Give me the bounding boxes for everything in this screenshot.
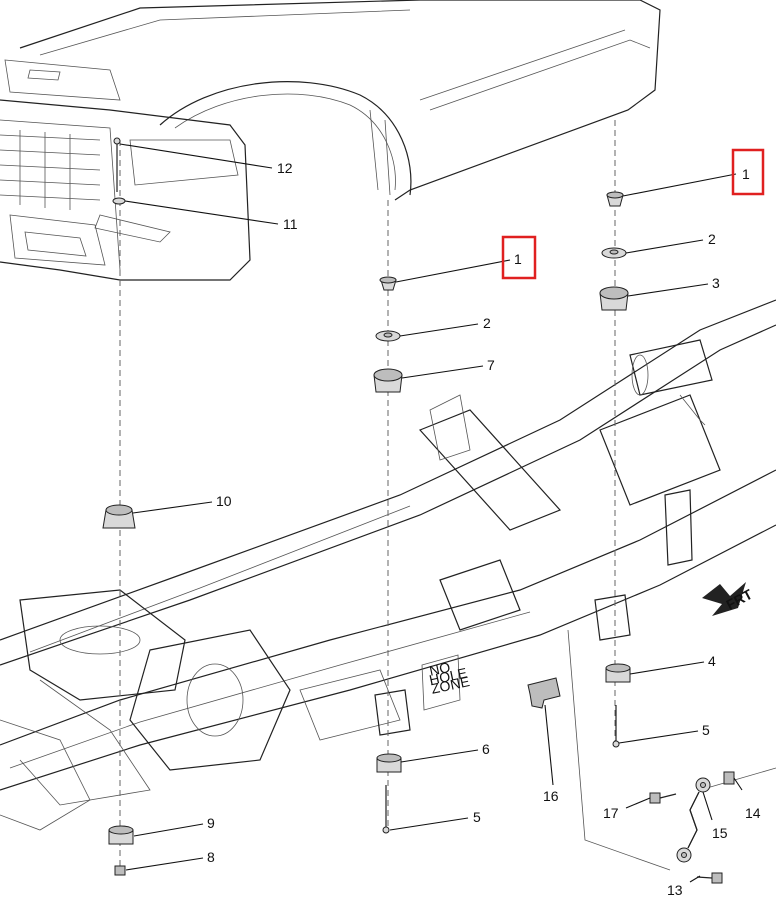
callout-label: 17 [603,805,619,821]
part-4-cushion [605,663,631,683]
truck-body-illustration [0,0,661,281]
part-2-washer-right [601,247,627,259]
part-5-bolt-right [612,705,620,748]
callout-label: 13 [667,882,683,898]
callout-label: 6 [482,741,490,757]
callout-label: 1 [514,251,522,267]
callout-label: 5 [702,722,710,738]
no-hole-zone-line-1: NO [428,659,452,679]
callout-label: 16 [543,788,559,804]
callout-label: 15 [712,825,728,841]
no-hole-zone-line-3: ZONE [430,673,471,697]
frt-label: FRT [723,586,755,613]
no-hole-zone-placard: NO HOLE ZONE [428,659,471,697]
part-2-washer-middle [375,330,401,342]
callout-label: 14 [745,805,761,821]
part-1-retainer-middle [379,276,397,291]
part-12-bolt [113,137,121,192]
callout-label: 12 [277,160,293,176]
callout-label: 2 [708,231,716,247]
part-7-cushion [373,368,403,393]
front-direction-arrow: FRT [702,582,755,616]
part-10-cushion [102,504,136,529]
callout-label: 4 [708,653,716,669]
parts [102,137,735,884]
part-14-nut [723,771,735,785]
part-6-cushion [376,753,402,773]
part-13-bolt [696,872,723,884]
part-9-cushion [108,825,134,845]
no-hole-zone-line-2: HOLE [428,664,469,688]
part-17-bolt [649,792,677,804]
callout-label: 5 [473,809,481,825]
callout-1-highlight-box [501,235,537,280]
callout-label: 2 [483,315,491,331]
callout-label: 10 [216,493,232,509]
callout-label: 7 [487,357,495,373]
part-5-bolt-middle [382,785,390,834]
callout-label: 1 [742,166,750,182]
callout-label: 11 [283,216,298,232]
part-15-ground-strap [676,777,711,863]
callout-label: 3 [712,275,720,291]
part-11-washer [112,197,126,205]
part-8-nut [114,865,126,876]
callout-labels: 1 1 2 2 3 4 5 5 6 7 8 9 10 11 12 13 14 1… [207,148,765,898]
callout-label: 9 [207,815,215,831]
callout-label: 8 [207,849,215,865]
assembly-center-lines [119,120,776,871]
leader-lines [119,143,743,883]
part-1-retainer-right [606,191,624,207]
part-3-cushion [599,286,629,311]
callout-1-highlight-box [731,148,765,196]
